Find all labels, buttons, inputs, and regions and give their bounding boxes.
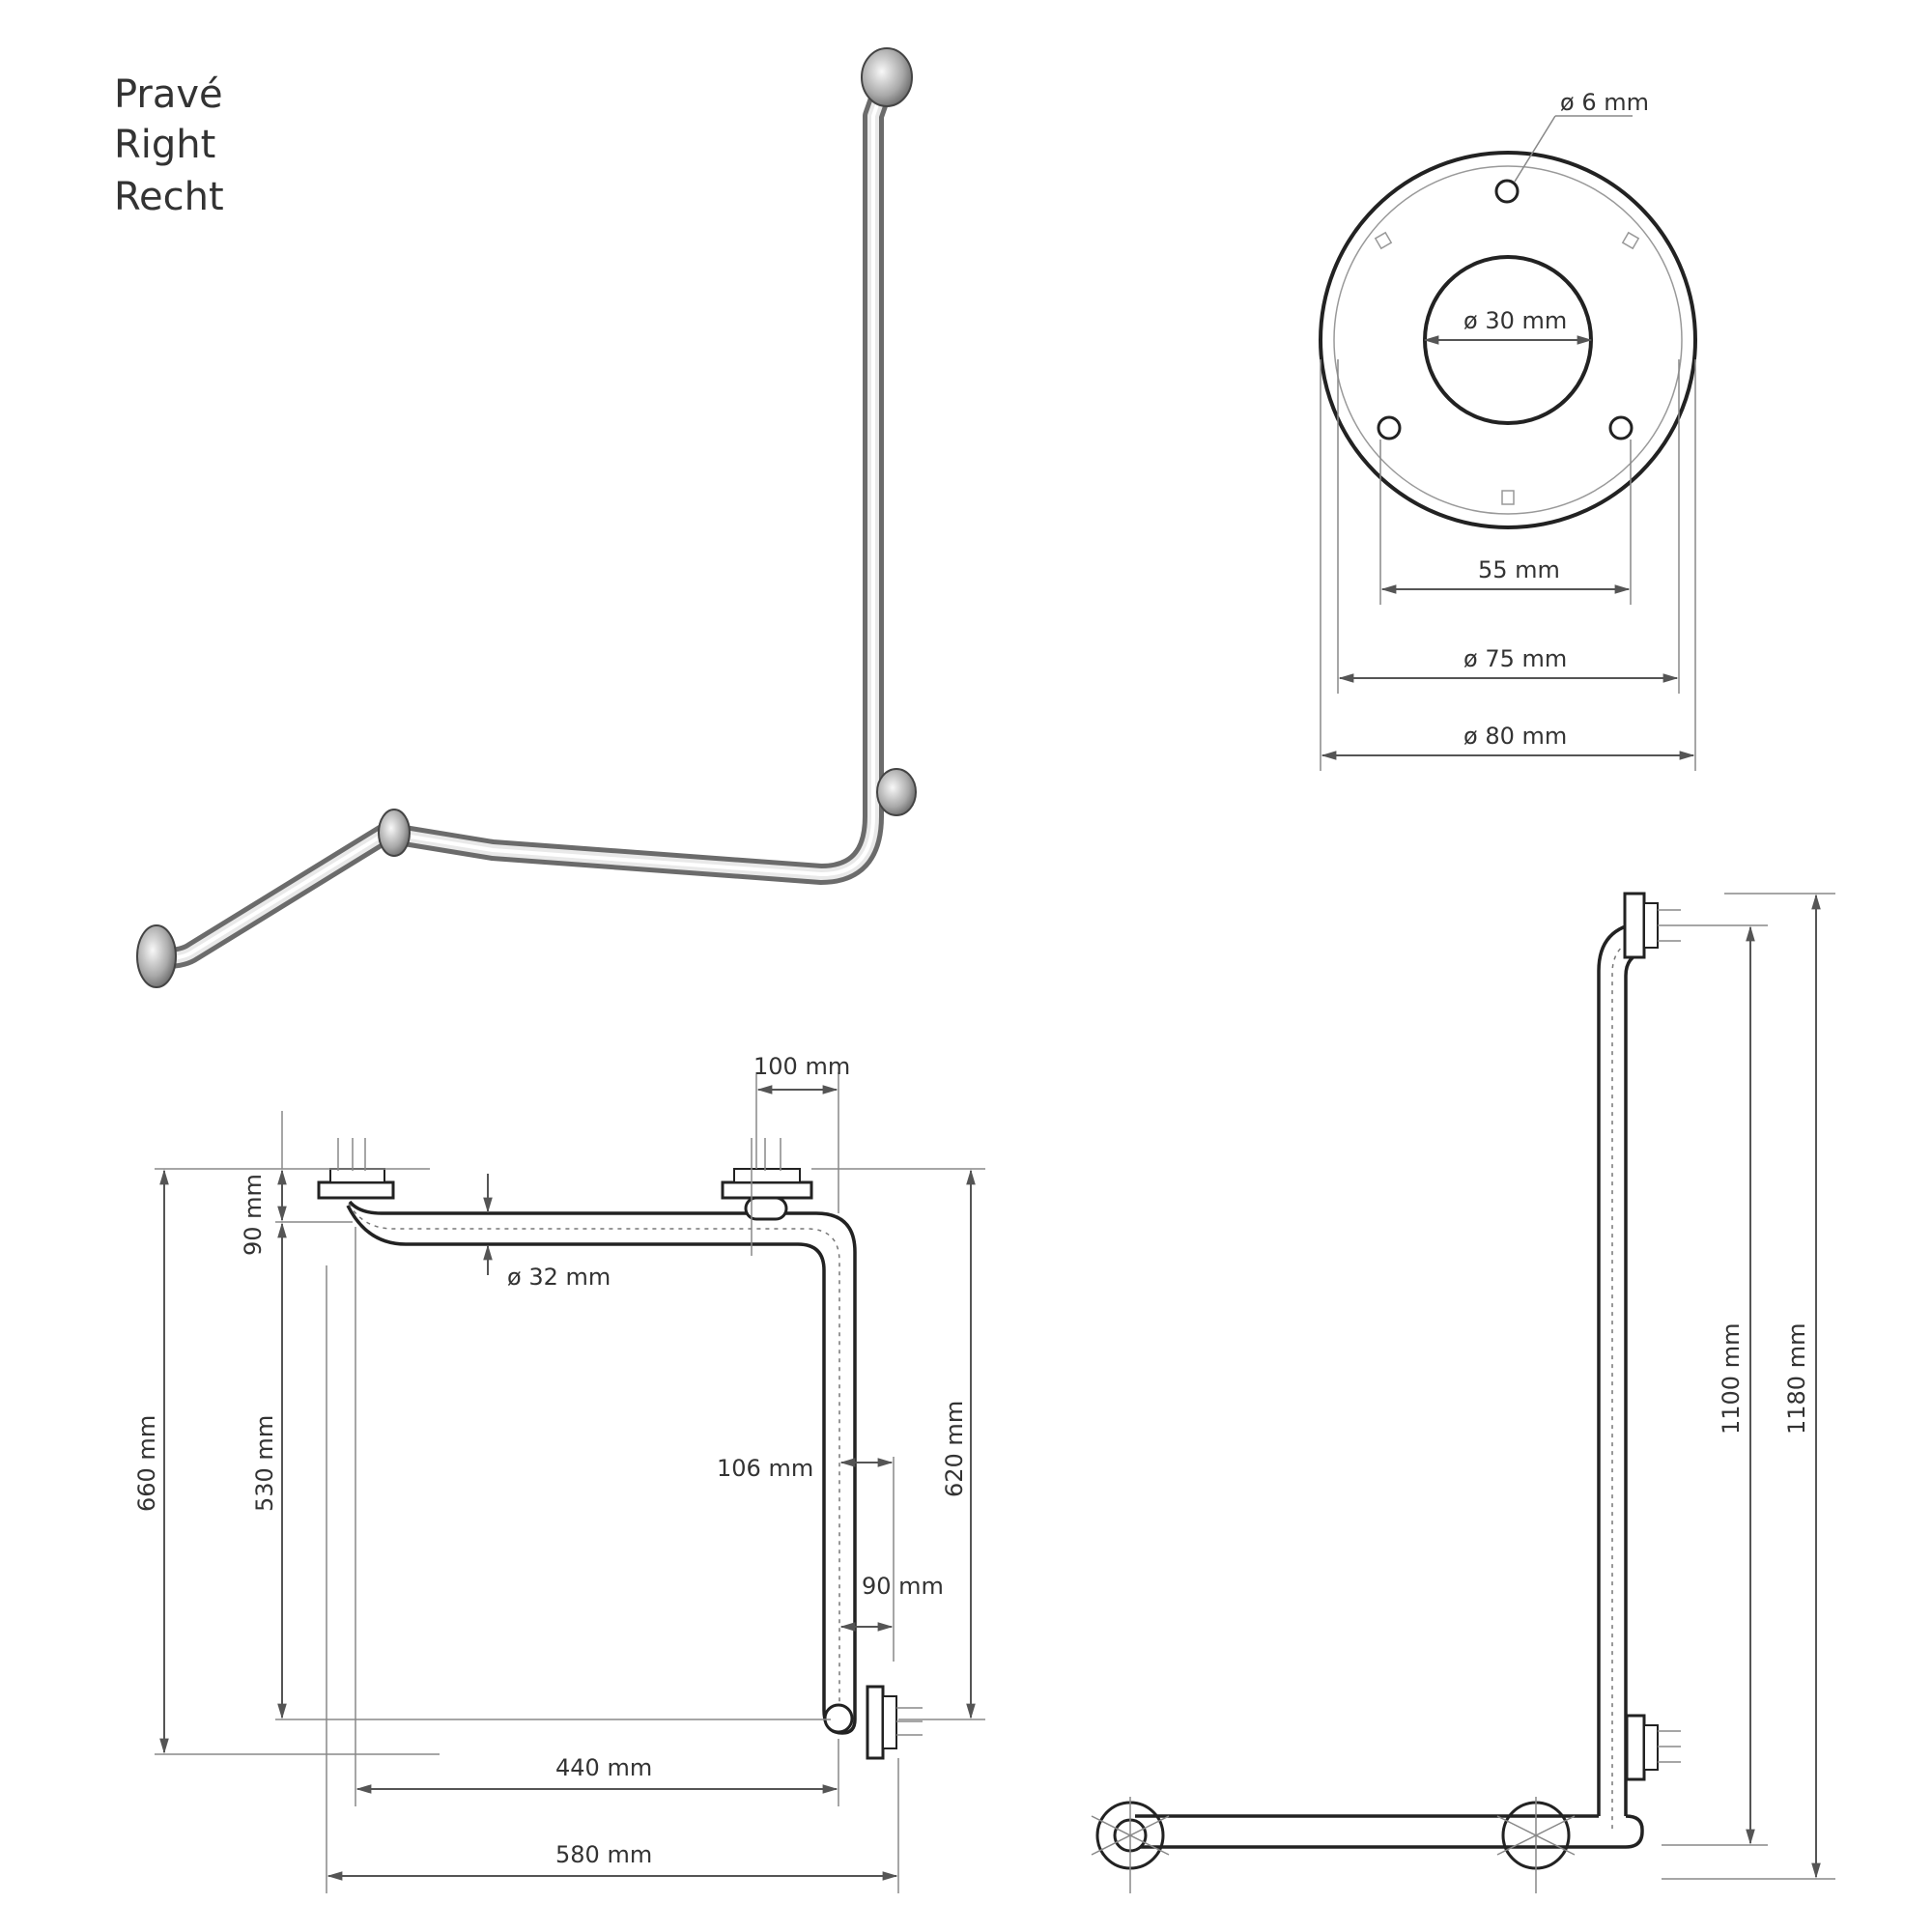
label-top-offset-height: 90 mm	[240, 1174, 267, 1256]
rosette-top	[861, 47, 913, 107]
label-top-offset-width: 100 mm	[753, 1053, 850, 1080]
screw-hole-left	[1377, 415, 1402, 440]
rosette-lower	[378, 809, 411, 857]
label-right-inner-depth: 90 mm	[862, 1573, 944, 1600]
label-side-total-height: 1180 mm	[1783, 1323, 1810, 1435]
label-right-height: 620 mm	[941, 1401, 968, 1497]
label-total-height: 660 mm	[133, 1415, 160, 1512]
label-outer-diameter: ø 80 mm	[1463, 723, 1567, 750]
screw-hole-top	[1494, 179, 1520, 204]
label-side-inner-height: 1100 mm	[1718, 1323, 1745, 1435]
product-render	[136, 47, 917, 988]
label-center-diameter: ø 30 mm	[1463, 307, 1567, 334]
title-en: Right	[114, 123, 216, 167]
label-inner-diameter: ø 75 mm	[1463, 645, 1567, 672]
rosette-middle	[876, 768, 917, 816]
rosette-end	[136, 924, 177, 988]
label-hole-diameter: ø 6 mm	[1560, 89, 1649, 116]
title-cz: Pravé	[114, 72, 223, 117]
label-right-depth: 106 mm	[717, 1455, 813, 1482]
label-inner-height: 530 mm	[251, 1415, 278, 1512]
label-total-width: 580 mm	[555, 1841, 652, 1868]
side-view	[1091, 892, 1835, 1893]
rosette-detail	[1319, 115, 1697, 771]
label-inner-width: 440 mm	[555, 1754, 652, 1781]
top-view	[155, 1072, 985, 1893]
title-de: Recht	[114, 175, 224, 219]
label-hole-spacing: 55 mm	[1478, 556, 1560, 583]
screw-hole-right	[1608, 415, 1634, 440]
label-pipe-diameter: ø 32 mm	[507, 1264, 611, 1291]
